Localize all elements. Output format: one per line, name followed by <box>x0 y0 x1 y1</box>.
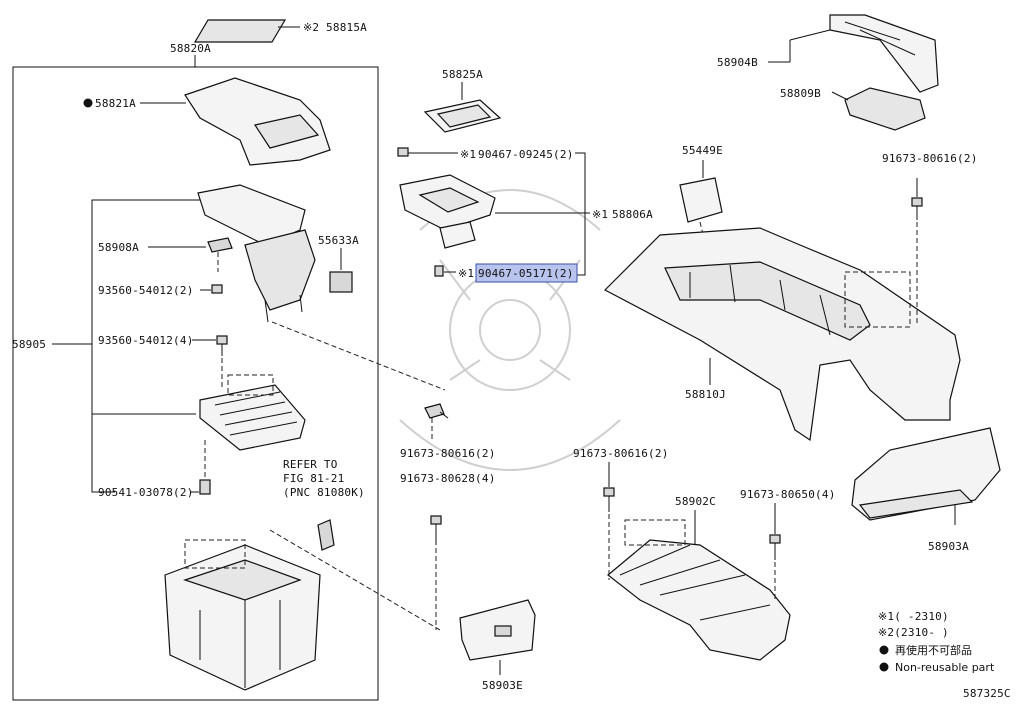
part-55633A[interactable] <box>329 271 353 293</box>
bolt-91673-80650[interactable] <box>769 503 781 560</box>
label-93560-54012-2[interactable]: 93560-54012(2) <box>98 284 194 297</box>
highlight-90467-05171 <box>475 263 578 283</box>
part-55449E[interactable] <box>679 177 723 223</box>
bolt-91673-80616-mid[interactable] <box>424 403 449 419</box>
part-58903A[interactable] <box>851 427 1001 521</box>
label-58809B[interactable]: 58809B <box>780 87 821 100</box>
label-91673-80616-low[interactable]: 91673-80616(2) <box>573 447 669 460</box>
screw-93560-4[interactable] <box>192 335 228 356</box>
left-assembly <box>12 19 446 701</box>
middle-assembly <box>397 82 590 675</box>
part-58905-bracket[interactable] <box>199 374 306 451</box>
legend-line-1: ※1( -2310) <box>878 610 949 623</box>
refer-line-3: (PNC 81080K) <box>283 486 365 499</box>
bolt-91673-80628[interactable] <box>430 515 442 545</box>
part-58905-tray[interactable] <box>197 184 316 323</box>
part-58902C[interactable] <box>607 519 791 661</box>
screw-90467-05171[interactable] <box>434 265 456 277</box>
connector-81080K[interactable] <box>317 519 335 551</box>
labels: ※2 58815A 58820A 58821A 58908A 93560-540… <box>12 21 978 692</box>
part-58815A[interactable] <box>193 19 287 43</box>
label-91673-80616-right[interactable]: 91673-80616(2) <box>882 152 978 165</box>
bolt-90541[interactable] <box>190 479 211 495</box>
bolt-91673-80616-low[interactable] <box>603 462 615 512</box>
mark-1-b: ※1 <box>592 208 608 221</box>
refer-line-1: REFER TO <box>283 458 338 471</box>
refer-line-2: FIG 81-21 <box>283 472 344 485</box>
label-55633A[interactable]: 55633A <box>318 234 359 247</box>
watermark <box>399 189 621 471</box>
label-93560-54012-4[interactable]: 93560-54012(4) <box>98 334 194 347</box>
part-58821A[interactable] <box>140 77 331 166</box>
label-58825A[interactable]: 58825A <box>442 68 483 81</box>
label-55449E[interactable]: 55449E <box>682 144 723 157</box>
legend-line-4: Non-reusable part <box>895 661 995 674</box>
label-58806A[interactable]: 58806A <box>612 208 653 221</box>
label-58903A[interactable]: 58903A <box>928 540 969 553</box>
part-58904B[interactable] <box>829 14 939 93</box>
right-assembly <box>603 14 1001 661</box>
bolt-91673-80616-right[interactable] <box>911 178 923 220</box>
part-58903E[interactable] <box>459 599 536 661</box>
screw-93560-2[interactable] <box>200 284 223 294</box>
mark-1-a: ※1 <box>460 148 476 161</box>
label-58904B[interactable]: 58904B <box>717 56 758 69</box>
non-reusable-dot <box>83 98 93 108</box>
label-58902C[interactable]: 58902C <box>675 495 716 508</box>
label-90467-09245[interactable]: 90467-09245(2) <box>478 148 574 161</box>
label-58815A[interactable]: ※2 58815A <box>303 21 367 34</box>
label-58908A[interactable]: 58908A <box>98 241 139 254</box>
label-91673-80650[interactable]: 91673-80650(4) <box>740 488 836 501</box>
legend: ※1( -2310) ※2(2310- ) 再使用不可部品 Non-reusab… <box>878 610 1011 700</box>
part-58825A[interactable] <box>423 99 502 133</box>
part-58809B[interactable] <box>844 87 926 131</box>
screw-90467-09245[interactable] <box>397 147 458 157</box>
figure-code: 587325C <box>963 687 1011 700</box>
legend-line-2: ※2(2310- ) <box>878 626 949 639</box>
part-58810J[interactable] <box>603 227 961 442</box>
legend-line-3: 再使用不可部品 <box>895 643 972 657</box>
legend-dot-1 <box>879 645 889 655</box>
label-58903E[interactable]: 58903E <box>482 679 523 692</box>
part-58908A[interactable] <box>207 237 233 253</box>
part-58806A[interactable] <box>399 174 590 249</box>
legend-dot-2 <box>879 662 889 672</box>
label-90541-03078[interactable]: 90541-03078(2) <box>98 486 194 499</box>
label-90467-05171[interactable]: 90467-05171(2) <box>478 267 574 280</box>
label-58821A[interactable]: 58821A <box>95 97 136 110</box>
label-91673-80628[interactable]: 91673-80628(4) <box>400 472 496 485</box>
label-91673-80616-mid[interactable]: 91673-80616(2) <box>400 447 496 460</box>
label-58810J[interactable]: 58810J <box>685 388 726 401</box>
label-58820A[interactable]: 58820A <box>170 42 211 55</box>
part-console-base[interactable] <box>164 539 321 691</box>
label-58905[interactable]: 58905 <box>12 338 46 351</box>
mark-1-c: ※1 <box>458 267 474 280</box>
